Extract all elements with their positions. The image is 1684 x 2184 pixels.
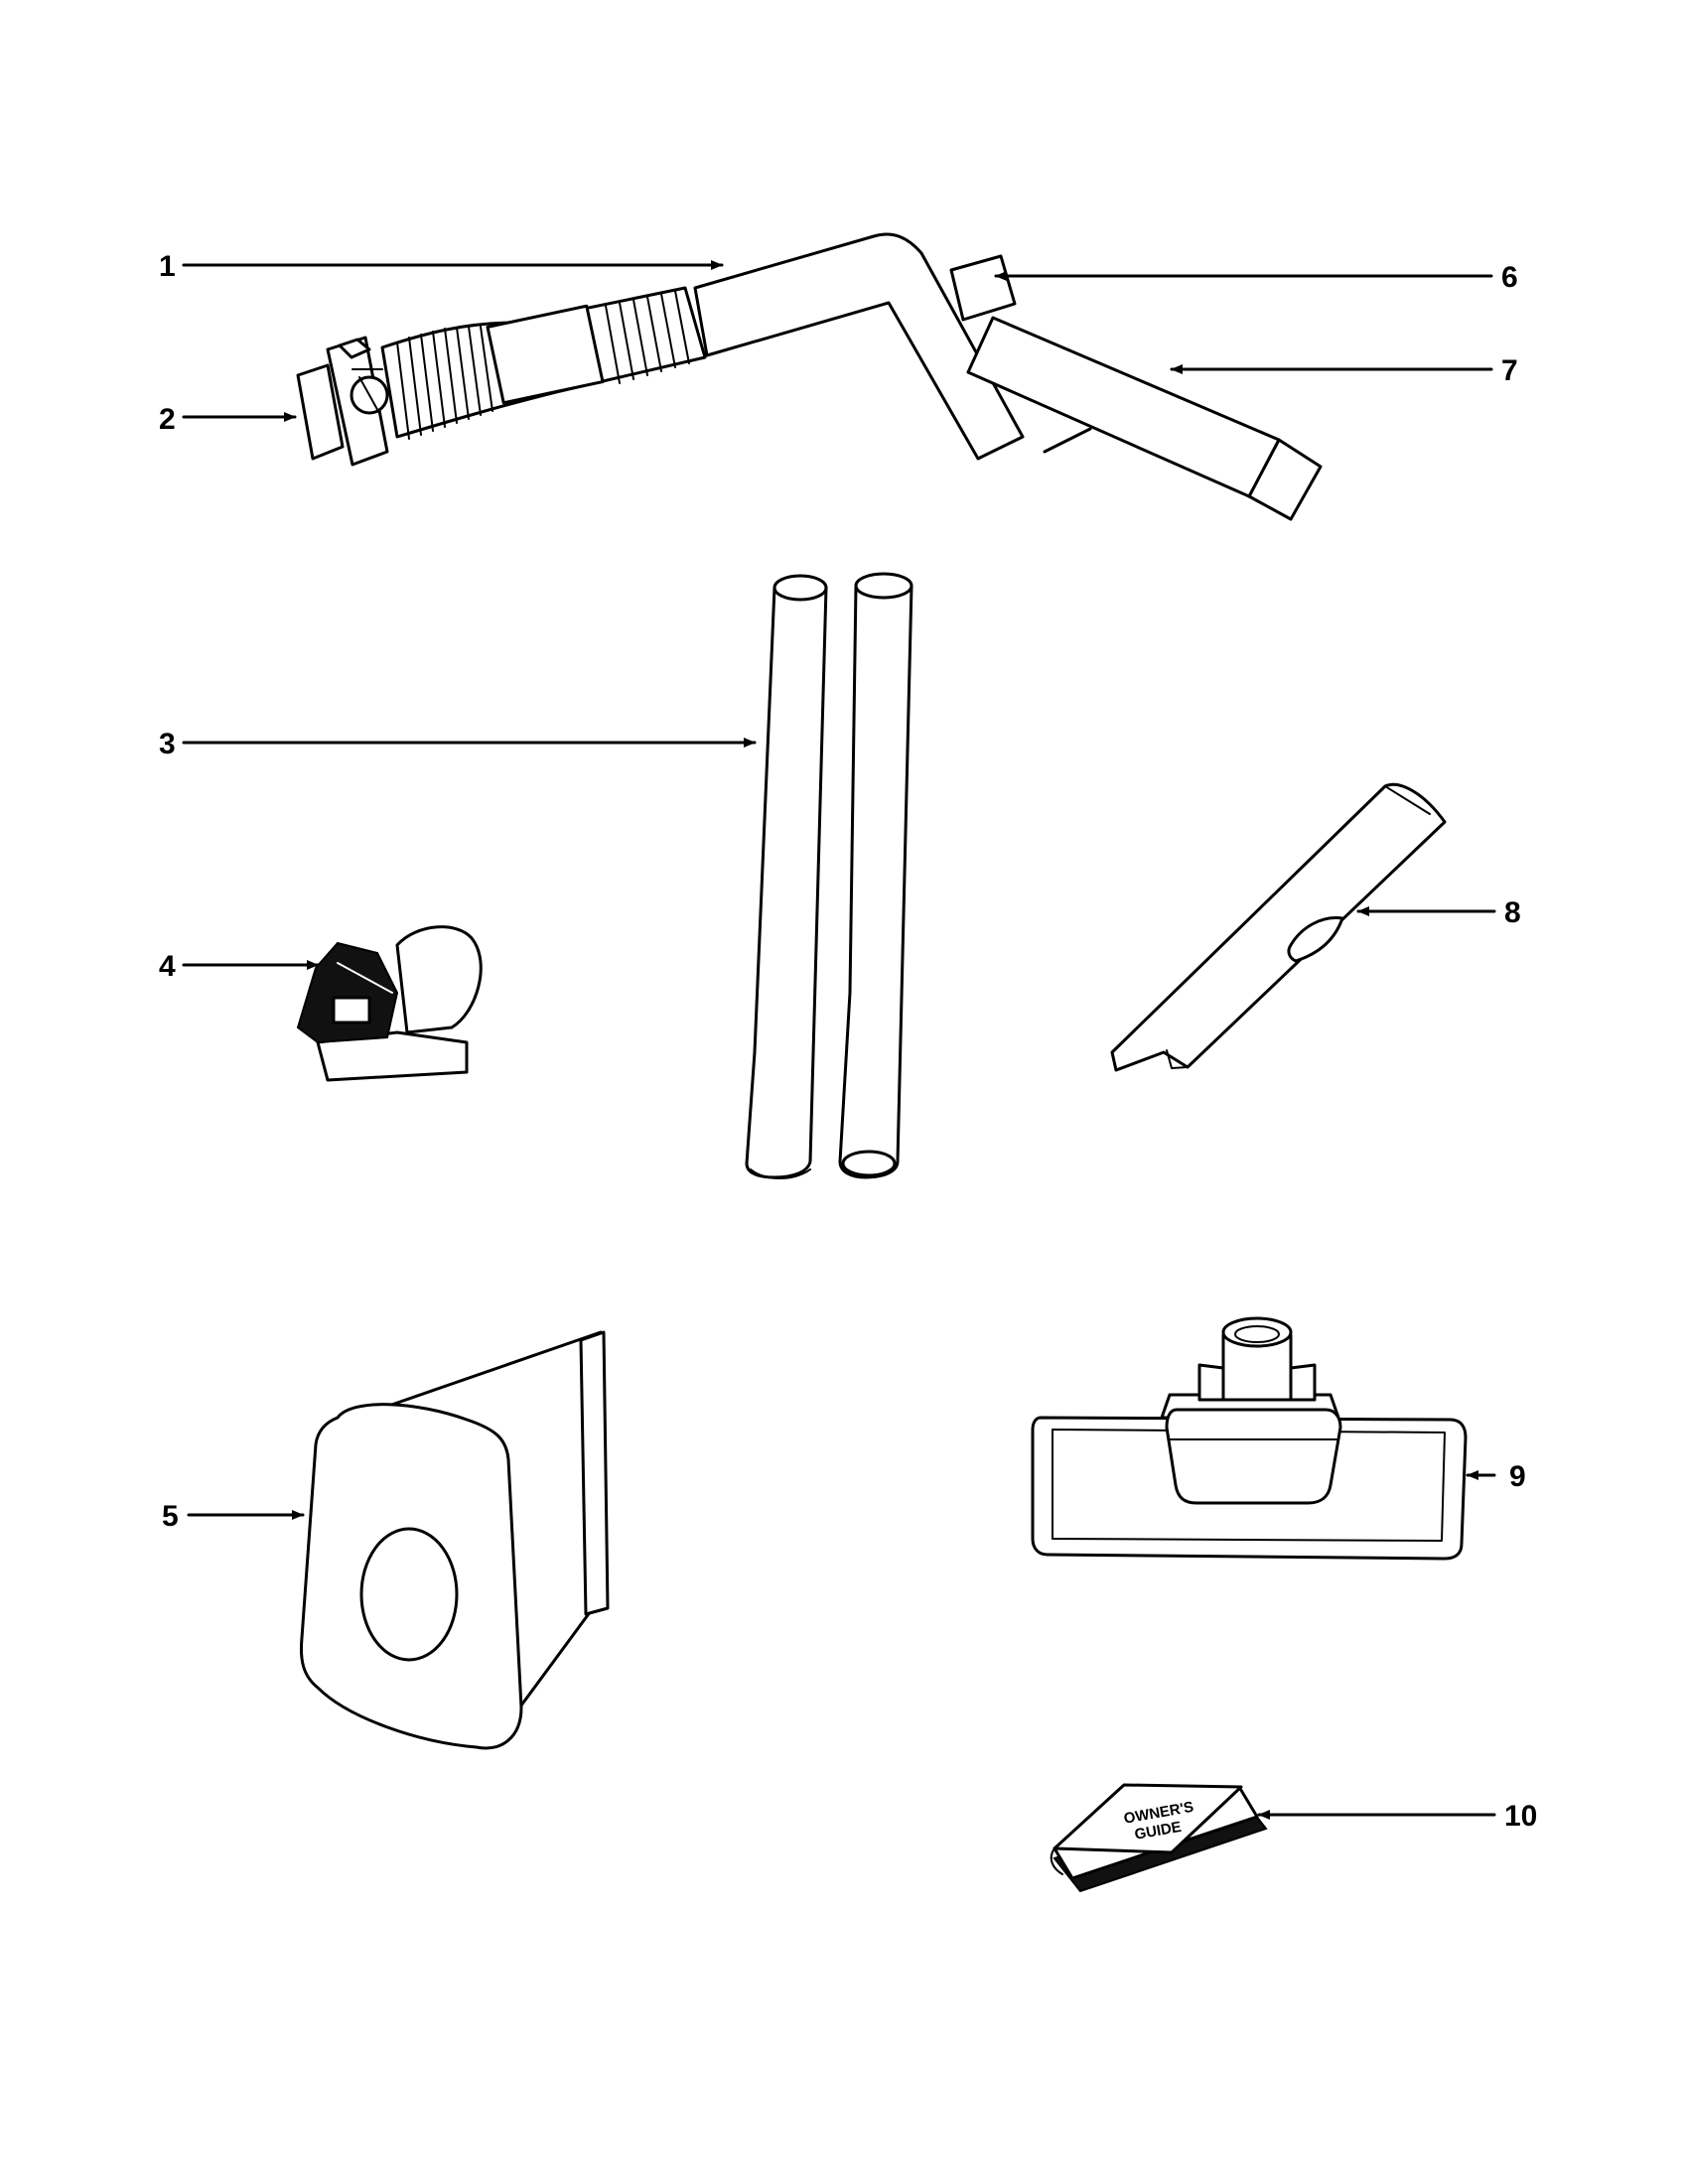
callout-label-8: 8: [1504, 896, 1521, 929]
extension-wand-left: [745, 574, 828, 1179]
owners-guide-book: OWNER'S GUIDE: [1050, 1783, 1268, 1893]
extension-wands: [745, 572, 913, 1179]
dusting-brush: [296, 925, 483, 1082]
crevice-tool: [1110, 782, 1447, 1072]
dust-bag: [299, 1330, 610, 1750]
callout-label-7: 7: [1501, 354, 1518, 387]
extension-wand-right: [838, 572, 913, 1179]
floor-nozzle: [1031, 1316, 1468, 1561]
callout-label-6: 6: [1501, 261, 1518, 294]
hose-connector: [296, 336, 389, 467]
flexible-hose: [380, 286, 707, 440]
callouts: 1 2 3 4 5 6 7 8 9 10: [159, 250, 1537, 1833]
callout-label-3: 3: [159, 728, 176, 760]
callout-label-5: 5: [162, 1500, 179, 1533]
callout-label-4: 4: [159, 950, 176, 983]
callout-label-10: 10: [1504, 1800, 1537, 1833]
callout-label-1: 1: [159, 250, 176, 283]
callout-label-9: 9: [1509, 1460, 1526, 1493]
hose-assembly: [296, 232, 1323, 521]
callout-label-2: 2: [159, 403, 176, 436]
